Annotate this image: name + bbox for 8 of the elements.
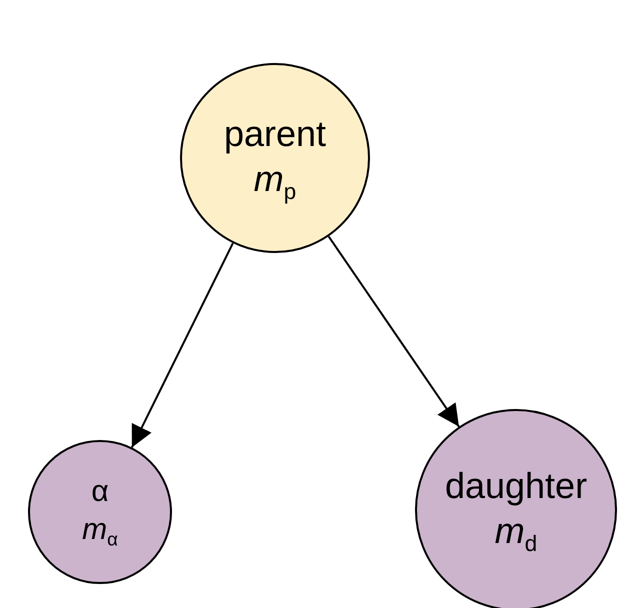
mass-symbol: m$_{p}$ — [254, 156, 296, 206]
arrow — [328, 236, 460, 428]
arrow — [131, 242, 234, 448]
mass-symbol: m$_{α}$ — [82, 512, 118, 551]
mass-symbol: m$_{d}$ — [494, 508, 538, 558]
node-label: daughter — [444, 464, 588, 508]
node-label: parent — [224, 112, 326, 156]
node-label: α — [91, 474, 109, 510]
